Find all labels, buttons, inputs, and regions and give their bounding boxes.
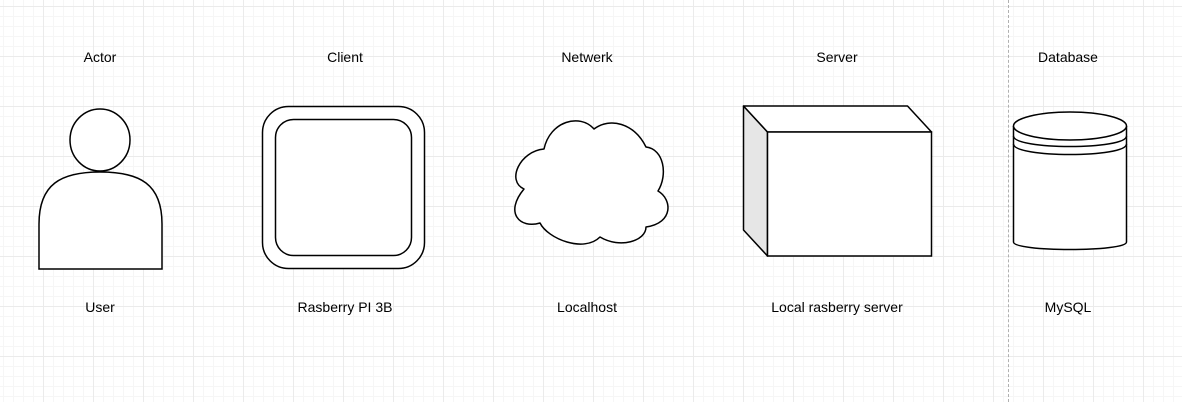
element-label-database: MySQL [1044, 299, 1092, 315]
database-icon[interactable] [1010, 106, 1130, 258]
lane-title-client: Client [327, 49, 363, 65]
lane-title-actor: Actor [83, 49, 117, 65]
lane-title-database: Database [1038, 49, 1098, 65]
server-icon[interactable] [742, 104, 936, 260]
element-label-user: User [85, 299, 115, 315]
lane-title-server: Server [816, 49, 858, 65]
lane-divider [1008, 0, 1009, 402]
cloud-icon[interactable] [508, 117, 672, 251]
element-label-server: Local rasberry server [771, 299, 903, 315]
user-icon[interactable] [36, 106, 166, 274]
element-label-network: Localhost [557, 299, 617, 315]
lane-title-network: Netwerk [561, 49, 613, 65]
element-label-client: Rasberry PI 3B [297, 299, 393, 315]
device-icon[interactable] [261, 105, 429, 273]
